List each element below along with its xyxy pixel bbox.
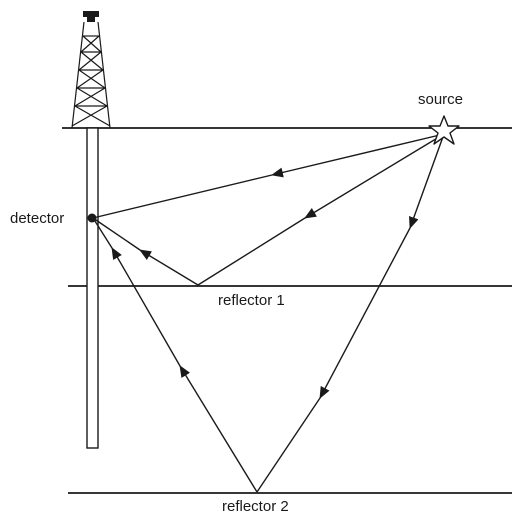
ray-r1-down-segment-1	[305, 134, 444, 218]
ray-r1-up-segment-1	[140, 250, 198, 285]
ray-r2-down-segment-2	[320, 228, 410, 398]
ray-paths	[93, 134, 444, 492]
reflector-1-label: reflector 1	[218, 292, 285, 309]
detector-icon	[88, 214, 97, 223]
ray-r2-up-segment-1	[180, 366, 257, 492]
borehole	[87, 128, 98, 448]
reflector-2-label: reflector 2	[222, 498, 289, 515]
source-label: source	[418, 91, 463, 108]
detector-label: detector	[10, 210, 64, 227]
drilling-derrick-icon	[72, 11, 110, 128]
ray-r2-down-segment-3	[257, 398, 320, 492]
ray-r1-up-segment-2	[93, 218, 140, 250]
ray-direct-segment-2	[93, 175, 272, 218]
ray-r1-down-segment-2	[198, 218, 305, 285]
ray-r2-up-segment-2	[112, 248, 180, 366]
ray-direct-segment-1	[272, 134, 444, 175]
ray-r2-down-segment-1	[410, 134, 444, 228]
